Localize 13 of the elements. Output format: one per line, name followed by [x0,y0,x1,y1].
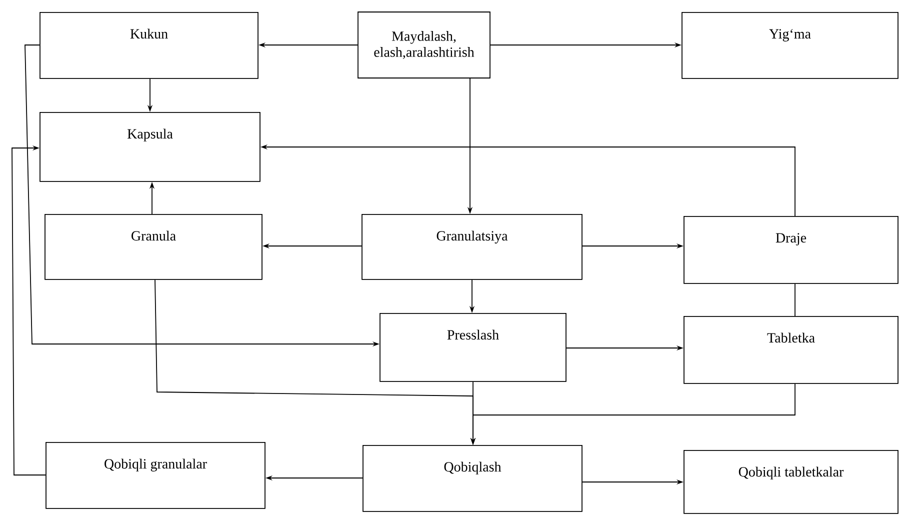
process-box: Qobiqli tabletkalar [684,450,898,514]
process-box: Presslash [380,313,566,382]
process-box: Granulatsiya [362,214,582,280]
process-box: Kapsula [40,112,260,182]
arrow [12,145,46,476]
process-box: Granula [44,214,262,280]
process-box: Kukun [40,12,258,79]
process-box: Qobiqlash [362,445,582,512]
process-box: Yig‘ma [682,12,898,79]
process-box: Tabletka [684,316,898,384]
process-box: Draje [684,216,898,284]
process-box: Qobiqli granulalar [46,442,266,509]
process-box: Maydalash, elash,aralashtirish [358,12,490,78]
